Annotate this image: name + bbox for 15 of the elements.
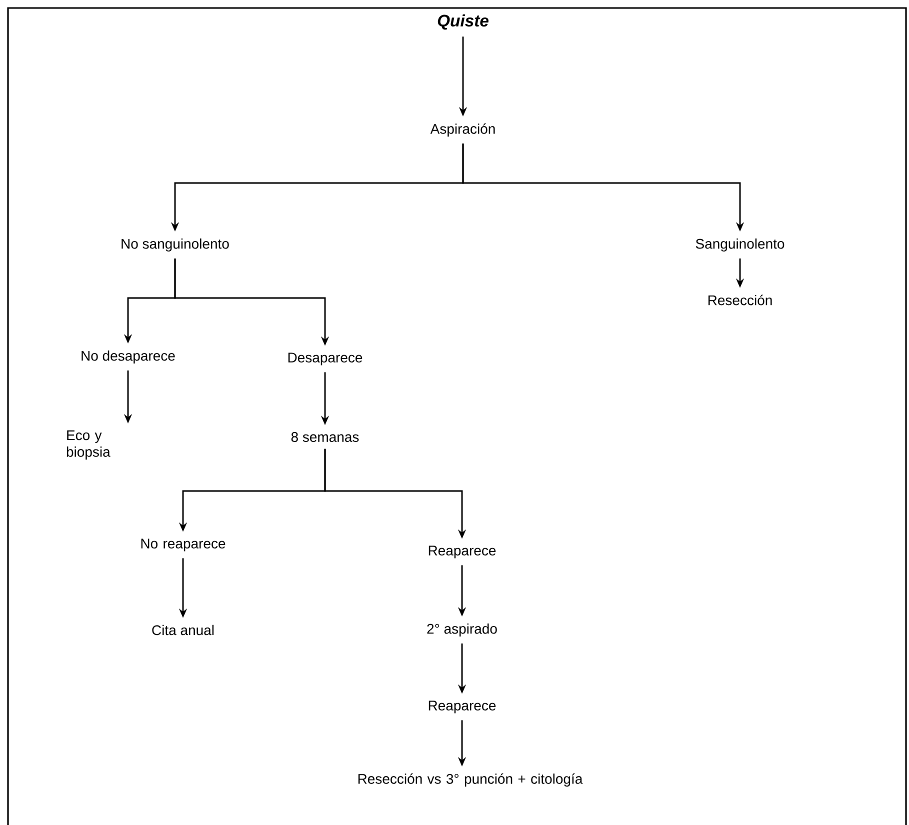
flow-step: Desaparece [288,352,362,366]
flow-step: Sanguinolento [696,238,784,252]
flow-step: No sanguinolento [122,238,229,252]
flow-step-title: Quiste [438,14,488,30]
flow-step: Resección [708,294,772,306]
flow-step: Resección vs 3° punción + citología [358,773,583,787]
flow-step: 8 semanas [291,432,359,442]
flow-step: Reaparece [428,700,496,714]
flow-step: No reaparece [141,538,226,552]
flow-step: Eco y biopsia [66,430,110,460]
flow-step: Reaparece [428,546,496,558]
flow-step: Aspiración [430,123,495,137]
flow-step: No desaparece [82,350,175,364]
flow-step: 2° aspirado [427,623,497,637]
flow-step: Cita anual [152,624,214,636]
